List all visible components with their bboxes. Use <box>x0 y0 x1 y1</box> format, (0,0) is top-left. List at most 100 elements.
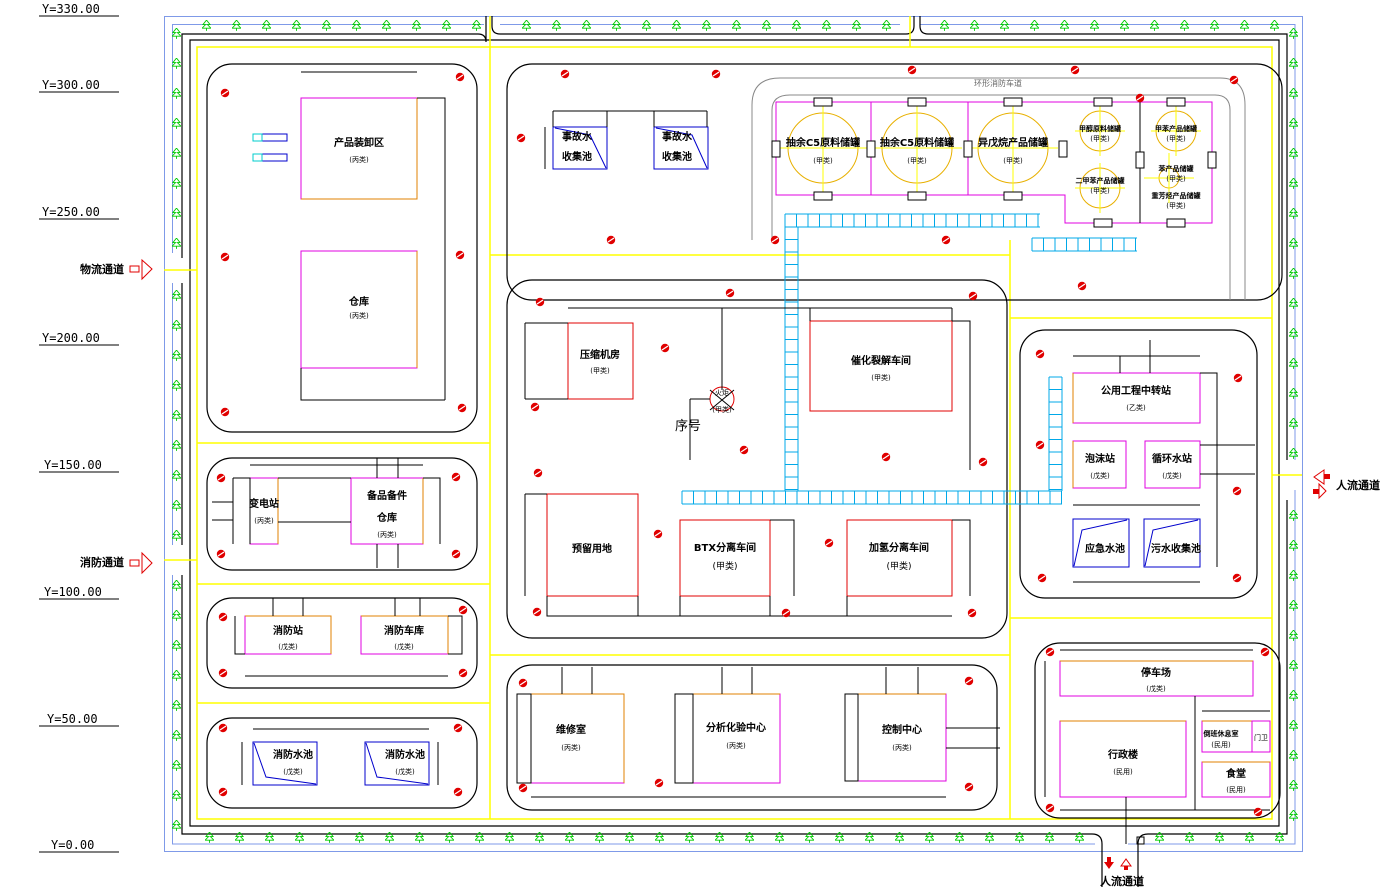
tank-name: 甲苯产品储罐 <box>1155 124 1197 133</box>
tree-icon <box>1180 20 1189 31</box>
hydrant-icon <box>711 69 721 79</box>
building-class: (甲类) <box>871 373 891 382</box>
pump-icon <box>813 191 833 201</box>
y-label: Y=100.00 <box>39 585 119 600</box>
building-office[interactable]: 行政楼 (民用) <box>1059 720 1187 798</box>
hydrant-icon <box>770 235 780 245</box>
building-name: 加氢分离车间 <box>868 541 929 554</box>
building-name: 公用工程中转站 <box>1101 384 1171 397</box>
arrow-left-icon <box>1313 469 1325 485</box>
building-canteen[interactable]: 食堂 (民用) <box>1201 761 1271 798</box>
tree-icon <box>172 820 181 831</box>
building-guard[interactable]: 门卫 <box>1251 720 1271 753</box>
building-fire-station[interactable]: 消防站 (戊类) <box>244 615 332 655</box>
y-label-150: Y=150.00 <box>44 458 102 472</box>
building-maintenance[interactable]: 维修室 (丙类) <box>530 693 625 784</box>
tree-icon <box>352 20 361 31</box>
entrance-logistics[interactable]: 物流通道 <box>80 258 153 281</box>
pool-emergency[interactable]: 应急水池 <box>1072 518 1130 568</box>
building-product-stack[interactable]: 产品装卸区 (丙类) <box>300 97 418 200</box>
building-warehouse[interactable]: 仓库 (丙类) <box>300 250 418 369</box>
tree-icon <box>172 350 181 361</box>
tree-icon <box>1289 510 1298 521</box>
building-name: 应急水池 <box>1085 542 1125 555</box>
pipe-racks <box>681 213 1137 505</box>
entrance-fire[interactable]: 消防通道 <box>80 551 153 575</box>
building-parking[interactable]: 停车场 (戊类) <box>1059 660 1254 697</box>
building-name: 循环水站 <box>1152 452 1192 465</box>
hydrant-icon <box>218 787 228 797</box>
building-lab[interactable]: 分析化验中心 (丙类) <box>692 693 781 784</box>
tree-icon <box>1289 148 1298 159</box>
building-btx[interactable]: BTX分离车间 (甲类) <box>679 519 771 597</box>
tree-icon <box>202 20 211 31</box>
pool-fire-1[interactable]: 消防水池 (戊类) <box>252 741 318 786</box>
tree-icon <box>1289 690 1298 701</box>
gate-post <box>1136 836 1145 845</box>
hydrant-icon <box>1035 349 1045 359</box>
building-foam[interactable]: 泡沫站 (戊类) <box>1072 440 1127 489</box>
dimension-lines <box>234 598 463 677</box>
tree-icon <box>442 20 451 31</box>
building-fire-garage[interactable]: 消防车库 (戊类) <box>360 615 449 655</box>
arrow-icon <box>1324 474 1330 479</box>
pump-icon <box>866 140 876 158</box>
tank-name: 苯产品储罐 <box>1158 164 1194 173</box>
building-name: 催化裂解车间 <box>851 354 911 367</box>
dimension-lines <box>544 110 708 169</box>
pump-icon <box>1166 97 1186 107</box>
pool-sewage[interactable]: 污水收集池 <box>1143 518 1201 568</box>
entrance-pedestrian-east[interactable]: 人流通道 <box>1313 469 1380 500</box>
building-name: 火炬 <box>715 389 729 397</box>
tree-icon <box>1289 388 1298 399</box>
building-class: (民用) <box>1113 768 1133 776</box>
tank-class: (甲类) <box>1090 134 1110 143</box>
building-control[interactable]: 控制中心 (丙类) <box>857 693 947 782</box>
building-polymer-unit[interactable]: 催化裂解车间 (甲类) <box>809 320 953 412</box>
pump-icon <box>1093 97 1113 107</box>
tree-icon <box>882 20 891 31</box>
tree-icon <box>172 440 181 451</box>
building-utility[interactable]: 公用工程中转站 (乙类) <box>1072 372 1201 424</box>
pool-accident-2[interactable]: 事故水 收集池 <box>653 126 709 170</box>
building-hydro[interactable]: 加氢分离车间 (甲类) <box>846 519 953 597</box>
entrance-pedestrian-south[interactable]: 人流通道 <box>1100 857 1144 887</box>
tree-icon <box>822 20 831 31</box>
building-reserve[interactable]: 预留用地 <box>546 493 639 597</box>
tree-icon <box>852 20 861 31</box>
tree-icon <box>1289 178 1298 189</box>
tree-icon <box>1060 20 1069 31</box>
building-name: 仓库 <box>376 511 397 524</box>
tree-icon <box>1240 20 1249 31</box>
hydrant-icon <box>516 133 526 143</box>
building-dormitory[interactable]: 倒班休息室 (民用) <box>1201 720 1253 753</box>
y-label-100: Y=100.00 <box>44 585 102 599</box>
building-substation[interactable]: 变电站 (丙类) <box>249 477 279 545</box>
hydrant-icon <box>1077 281 1087 291</box>
pump-icon <box>1003 191 1023 201</box>
hydrant-icon <box>978 457 988 467</box>
building-name: 消防站 <box>273 624 303 637</box>
y-label-50: Y=50.00 <box>47 712 98 726</box>
pool-fire-2[interactable]: 消防水池 (戊类) <box>364 741 430 786</box>
tank-farm-fire-road <box>751 77 1246 300</box>
pool-accident-1[interactable]: 事故水 收集池 <box>552 126 608 170</box>
hydrant-icon <box>1070 65 1080 75</box>
tank-class: (甲类) <box>1166 201 1186 210</box>
building-flare[interactable]: 火炬 (甲类) <box>709 386 735 414</box>
hydrant-icon <box>1232 486 1242 496</box>
tree-icon <box>262 20 271 31</box>
hydrant-icon <box>218 668 228 678</box>
building-compressor[interactable]: 压缩机房 (甲类) <box>567 322 634 400</box>
tree-icon <box>1150 20 1159 31</box>
building-spare-parts[interactable]: 备品备件 仓库 (丙类) <box>350 477 424 545</box>
building-class: (乙类) <box>1126 403 1146 412</box>
green-belt-boundary <box>172 24 1296 845</box>
site-boundary <box>164 16 1303 852</box>
tree-icon <box>792 20 801 31</box>
tree-icon <box>940 20 949 31</box>
tank-axis <box>1151 106 1201 156</box>
hydrant-icon <box>964 676 974 686</box>
building-circulating-water[interactable]: 循环水站 (戊类) <box>1144 440 1201 489</box>
pump-icon <box>1166 218 1186 228</box>
